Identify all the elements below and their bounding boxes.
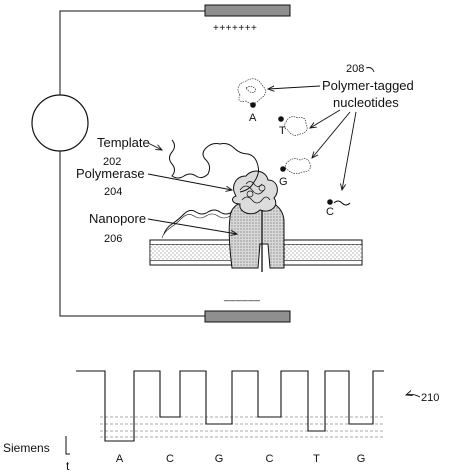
polymerase-ref-number: 204 [104, 186, 122, 198]
polymerase-label: Polymerase [76, 166, 145, 181]
conductance-trace [76, 370, 384, 442]
trace-label-4: T [313, 453, 320, 465]
scale-bar [65, 436, 70, 455]
nucleotide-c-label: C [326, 206, 334, 218]
polymerase-blob [232, 170, 278, 215]
nanopore-ref-number: 206 [104, 233, 122, 245]
top-electrode [204, 4, 291, 17]
bottom-electrode [204, 310, 291, 323]
current-source-circle [31, 94, 89, 152]
tagged-nucleotide-leaders [268, 86, 357, 190]
bottom-electrode-sign: ______ [223, 291, 260, 302]
tagged-nucleotide-g: G [279, 158, 311, 188]
trace-label-0: A [116, 453, 124, 465]
circuit-wire [59, 10, 205, 317]
tagged-nucleotide-c: C [326, 199, 351, 218]
trace-label-1: C [166, 453, 174, 465]
tagged-nucleotides-label-line2: nucleotides [333, 95, 399, 110]
nucleotide-t-label: T [279, 125, 286, 137]
y-axis-label: Siemens [3, 441, 50, 455]
trace-ref-number: 210 [421, 392, 439, 404]
trace-label-5: G [357, 453, 366, 465]
tagged-nucleotide-a: A [237, 78, 266, 124]
membrane [149, 239, 363, 266]
trace-label-3: C [266, 453, 274, 465]
nucleotide-a-label: A [249, 112, 257, 124]
x-axis-label: t [66, 459, 70, 473]
threshold-lines [100, 416, 384, 438]
tagged-nucleotide-t: T [278, 116, 308, 137]
template-ref-number: 202 [103, 156, 121, 168]
tagged-ref-number: 208 [346, 63, 364, 75]
tagged-nucleotides-label-line1: Polymer-tagged [322, 78, 414, 93]
nucleotide-g-label: G [279, 176, 288, 188]
trace-label-2: G [215, 453, 224, 465]
nanopore-label: Nanopore [89, 211, 146, 226]
template-label: Template [97, 135, 150, 150]
top-electrode-sign: +++++++ [213, 23, 257, 34]
template-strand [161, 139, 259, 239]
